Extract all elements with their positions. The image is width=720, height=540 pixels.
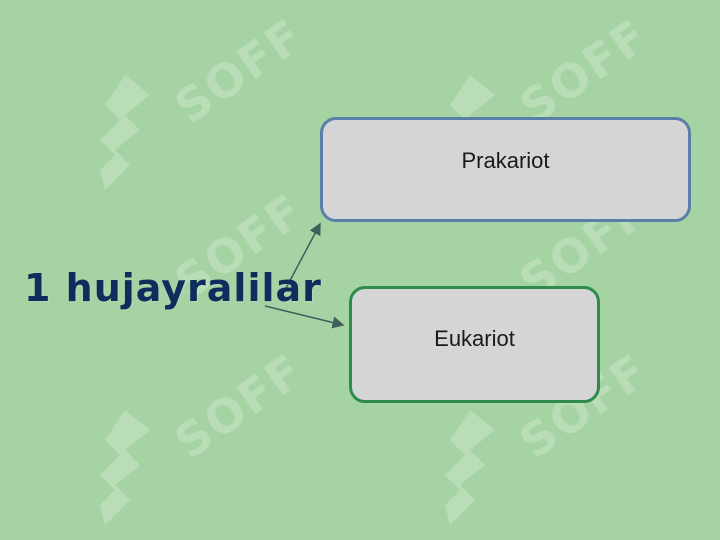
arrow-to-prakariot bbox=[284, 222, 321, 291]
arrow-to-eukariot bbox=[264, 305, 345, 329]
branch-label: Eukariot bbox=[434, 325, 515, 351]
branch-label: Prakariot bbox=[461, 147, 550, 173]
branch-box-prakariot: Prakariot bbox=[320, 117, 691, 222]
root-label: 1 hujayralilar bbox=[24, 266, 322, 310]
branch-box-eukariot: Eukariot bbox=[349, 286, 600, 403]
